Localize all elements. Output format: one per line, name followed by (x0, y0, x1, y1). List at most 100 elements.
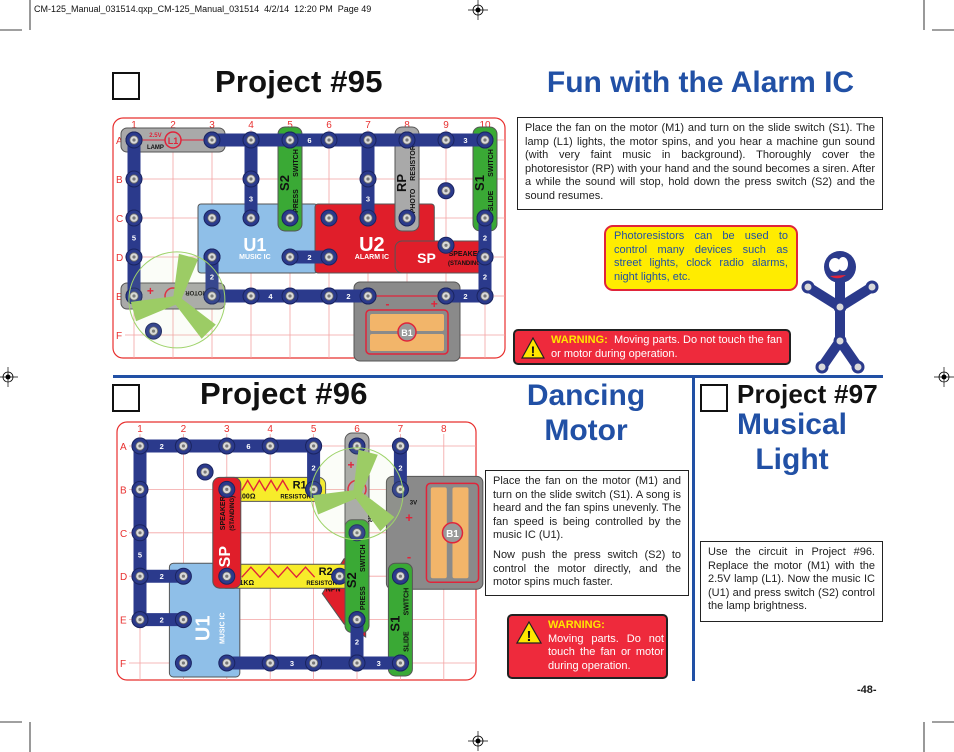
project-95-checkbox[interactable] (112, 72, 140, 100)
column-label: 8 (404, 120, 410, 131)
column-label: 2 (181, 424, 187, 435)
lamp-name: L1 (168, 136, 179, 146)
registration-mark (934, 367, 954, 387)
snap-hole (249, 138, 253, 142)
rp-photoresistor (394, 126, 420, 232)
row-label: C (116, 214, 123, 225)
snap-hole (138, 618, 142, 622)
motor-type: MOTOR (185, 289, 208, 295)
snap-hole (210, 294, 214, 298)
project-97-checkbox[interactable] (700, 384, 728, 412)
column-label: 9 (443, 120, 449, 131)
snap-hole (210, 255, 214, 259)
section-divider-vertical (692, 377, 695, 681)
sp-kind: (STANDING) (230, 496, 236, 531)
snap-hole (268, 661, 272, 665)
battery-value: 3V (410, 501, 417, 507)
snap-hole (210, 216, 214, 220)
r1-resistor-value: 100Ω (238, 493, 256, 500)
row-label: F (116, 331, 122, 342)
fan-blade (130, 296, 178, 322)
wire: 2 (203, 248, 221, 305)
snap-hole (138, 444, 142, 448)
snap-hole (181, 618, 185, 622)
s2-press-switch-name: S2 (344, 572, 359, 588)
registration-mark (468, 731, 488, 751)
snap-hole (312, 444, 316, 448)
s2-press-switch-type: PRESS (293, 189, 300, 213)
fan-blade (173, 253, 199, 301)
snap-hole (225, 487, 229, 491)
snap-hole (210, 138, 214, 142)
fan-blade (174, 297, 216, 339)
battery-outline (365, 309, 449, 355)
s2-press-switch (277, 126, 303, 232)
wire-length-label: 3 (366, 195, 370, 204)
description-paragraph-2: Now push the press switch (S2) to contro… (493, 548, 681, 589)
snap-stud (836, 337, 844, 345)
column-label: 6 (354, 424, 360, 435)
snap-hole (355, 618, 359, 622)
snap-hole (181, 661, 185, 665)
snap-hole (225, 661, 229, 665)
s1-slide-switch (387, 562, 413, 677)
warning-text: Moving parts. Do not touch the fan or mo… (551, 334, 783, 360)
snap-hole (366, 177, 370, 181)
motor-plus: + (347, 458, 354, 472)
battery-minus: - (386, 297, 390, 311)
wire-length-label: 5 (132, 234, 136, 243)
r1-resistor-name: R1 (293, 479, 307, 491)
column-label: 4 (248, 120, 254, 131)
wire-length-label: 2 (160, 442, 164, 451)
battery-label: B1 (401, 328, 413, 338)
subtitle-line-1: Dancing (526, 379, 646, 412)
snap-hole (288, 255, 292, 259)
wire: 2 (305, 437, 323, 498)
mascot-eye (829, 258, 841, 272)
row-label: E (116, 292, 123, 303)
fan-blade (354, 490, 395, 532)
snap-hole (398, 444, 402, 448)
snap-hole (181, 574, 185, 578)
wire-length-label: 3 (463, 136, 467, 145)
snap-stud (868, 283, 876, 291)
r1-resistor-type: RESISTOR (280, 494, 311, 500)
u2-type: ALARM IC (355, 254, 389, 261)
s2-press-switch-kind: SWITCH (360, 544, 367, 572)
fan (310, 447, 404, 541)
wire-length-label: 2 (160, 616, 164, 625)
warning-icon: ! (521, 337, 545, 359)
battery-badge (397, 322, 417, 342)
column-label: 5 (287, 120, 293, 131)
project-95-warning: ! WARNING: Moving parts. Do not touch th… (513, 329, 791, 365)
wire: 3 (242, 131, 260, 227)
project-95-title: Project #95 (215, 64, 383, 99)
wire-length-label: 6 (246, 442, 250, 451)
wire: 2 (437, 287, 494, 305)
lamp-bulb (164, 131, 182, 149)
wire-length-label: 2 (210, 273, 214, 282)
resistor-zigzag (241, 479, 290, 492)
snap-hole (398, 661, 402, 665)
snap-hole (138, 574, 142, 578)
wire-length-label: 6 (307, 136, 311, 145)
snap-hole (249, 177, 253, 181)
photoresistor-callout: Photoresistors can be used to control ma… (604, 225, 798, 291)
column-label: 7 (365, 120, 371, 131)
overlay-labels: + (347, 458, 354, 472)
project-95-description: Place the fan on the motor (M1) and turn… (517, 117, 883, 210)
u2-label: U2 (359, 234, 385, 256)
svg-text:!: ! (531, 343, 536, 359)
snap-hole (288, 216, 292, 220)
wire-length-label: 5 (138, 551, 142, 560)
registration-mark (0, 367, 18, 387)
project-96-checkbox[interactable] (112, 384, 140, 412)
snap-hole (181, 444, 185, 448)
battery-badge (441, 522, 464, 544)
snap-hole (249, 294, 253, 298)
snap-hole (483, 255, 487, 259)
